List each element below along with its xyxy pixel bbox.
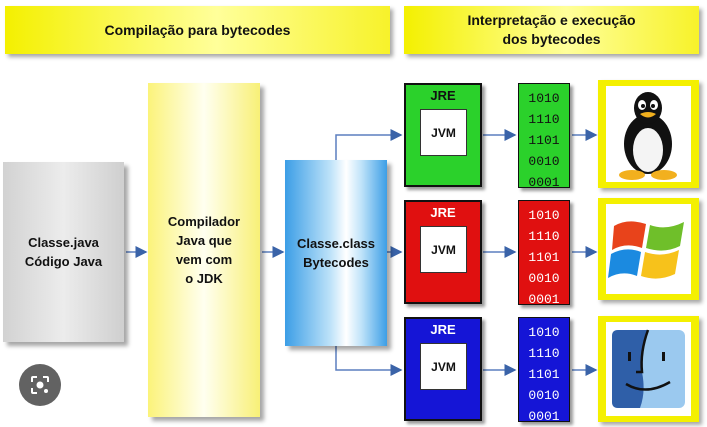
compiler-line2: Java que [176, 233, 232, 248]
linux-logo-panel [598, 80, 699, 188]
bit-row: 1101 [528, 250, 560, 265]
linux-tux-icon [619, 92, 677, 180]
machine-code-green: 1010 1110 1101 0010 0001 [518, 83, 570, 190]
jvm-label: JVM [431, 125, 456, 140]
bit-row: 1101 [528, 133, 560, 148]
bit-row: 0010 [528, 154, 560, 169]
source-code-box: Classe.java Código Java [3, 162, 124, 342]
jvm-box: JVM [420, 109, 467, 156]
source-description: Código Java [24, 254, 103, 269]
jre-box-red: JRE JVM [404, 200, 482, 304]
jre-box-green: JRE JVM [404, 83, 482, 187]
header-interpretation-banner: Interpretação e execução dos bytecodes [404, 6, 699, 54]
bit-row: 1110 [528, 346, 560, 361]
bit-row: 1010 [528, 325, 560, 340]
jvm-box: JVM [420, 343, 467, 390]
machine-code-red: 1010 1110 1101 0010 0001 [518, 200, 570, 307]
header-compilation-banner: Compilação para bytecodes [5, 6, 390, 54]
lens-search-button[interactable] [19, 364, 61, 406]
jre-label: JRE [430, 322, 456, 337]
jre-label: JRE [430, 205, 456, 220]
bit-row: 0001 [528, 409, 560, 424]
bytecode-box: Classe.class Bytecodes [285, 160, 387, 346]
bit-row: 1010 [528, 91, 560, 106]
header-interpretation-line1: Interpretação e execução [467, 12, 636, 28]
bit-row: 0010 [528, 388, 560, 403]
source-filename: Classe.java [28, 235, 99, 250]
bytecode-description: Bytecodes [303, 255, 369, 270]
mac-logo-panel [598, 316, 699, 422]
bit-row: 0010 [528, 271, 560, 286]
jvm-label: JVM [431, 359, 456, 374]
arrow-bytecode-to-jre-blue [335, 345, 403, 376]
compiler-line1: Compilador [167, 214, 241, 229]
jvm-label: JVM [431, 242, 456, 257]
machine-code-blue: 1010 1110 1101 0010 0001 [518, 317, 570, 424]
header-interpretation-line2: dos bytecodes [502, 31, 601, 47]
compiler-line3: vem com [175, 252, 233, 267]
bit-row: 1110 [528, 112, 560, 127]
compiler-box: Compilador Java que vem com o JDK [148, 83, 260, 417]
jre-label: JRE [430, 88, 456, 103]
arrow-bytecode-to-jre-green [335, 129, 403, 160]
bit-row: 1110 [528, 229, 560, 244]
compiler-line4: o JDK [185, 271, 223, 286]
bit-row: 1101 [528, 367, 560, 382]
lens-search-icon [31, 376, 49, 394]
bytecode-filename: Classe.class [296, 236, 376, 251]
jre-box-blue: JRE JVM [404, 317, 482, 421]
header-compilation-text: Compilação para bytecodes [104, 21, 291, 38]
mac-finder-icon [612, 329, 685, 408]
jvm-box: JVM [420, 226, 467, 273]
bit-row: 0001 [528, 175, 560, 190]
windows-flag-icon [608, 221, 684, 279]
bit-row: 0001 [528, 292, 560, 307]
windows-logo-panel [598, 198, 699, 300]
bit-row: 1010 [528, 208, 560, 223]
